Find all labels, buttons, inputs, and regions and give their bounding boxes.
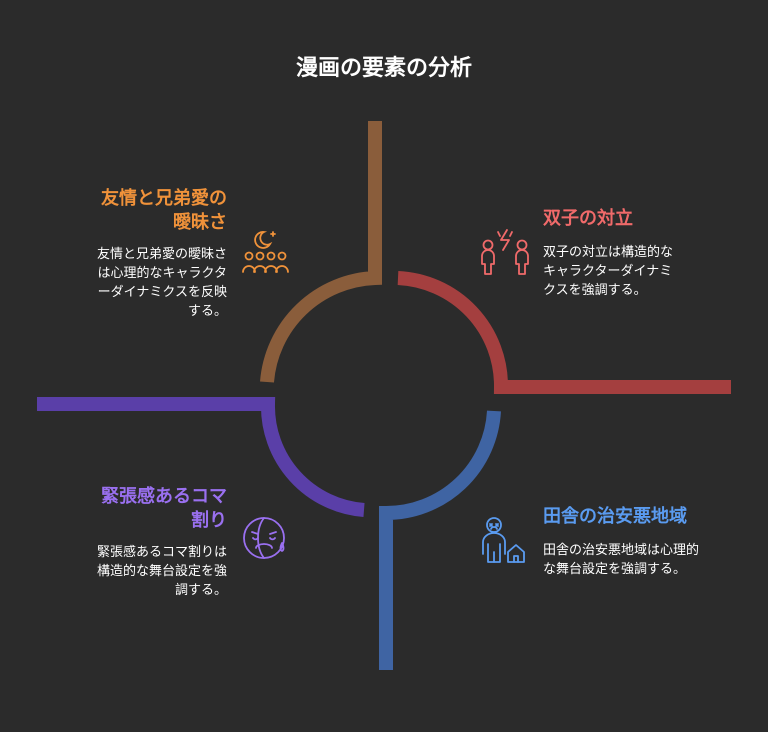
twins-description: 双子の対立は構造的な キャラクターダイナミ クスを強調する。 — [543, 245, 674, 298]
page-title: 漫画の要素の分析 — [295, 56, 472, 81]
rural-heading: 田舎の治安悪地域 — [543, 506, 687, 527]
rural-description: 田舎の治安悪地域は心理的 な舞台設定を強調する。 — [543, 543, 700, 577]
conflict-people-icon — [481, 229, 529, 275]
tension-heading: 緊張感あるコマ 割り — [101, 486, 227, 531]
anxious-face-icon — [243, 517, 285, 559]
segment-twins — [397, 271, 731, 394]
person-house-icon — [482, 517, 525, 563]
tension-description: 緊張感あるコマ割りは 構造的な舞台設定を強 調する。 — [96, 545, 227, 598]
twins-heading: 双子の対立 — [543, 208, 633, 229]
moon-people-icon — [242, 231, 289, 273]
segment-tension — [37, 397, 365, 517]
friendship-heading: 友情と兄弟愛の 曖昧さ — [101, 188, 227, 233]
segment-rural — [379, 410, 501, 670]
segment-friendship — [260, 121, 382, 383]
friendship-description: 友情と兄弟愛の曖昧さ は心理的なキャラクタ ーダイナミクスを反映 する。 — [96, 247, 227, 319]
